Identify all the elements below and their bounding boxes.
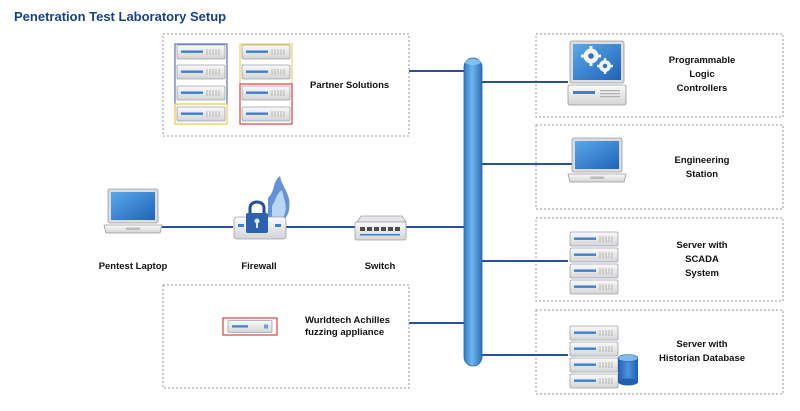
diagram-title: Penetration Test Laboratory Setup (14, 9, 226, 24)
historian-label-line2: Historian Database (659, 353, 745, 364)
firewall-label: Firewall (241, 261, 276, 272)
plc-label-line1: Programmable (669, 55, 736, 66)
achilles-appliance (222, 317, 278, 336)
plc-label-line2: Logic (689, 69, 714, 80)
scada-label-line1: Server with (676, 240, 727, 251)
achilles-box (162, 284, 410, 389)
plc-gears-icon (567, 40, 627, 106)
network-backbone (463, 57, 483, 367)
partner-server-stack (174, 43, 293, 125)
engineering-station-label-line2: Station (686, 169, 718, 180)
plc-label-line3: Controllers (677, 83, 728, 94)
network-switch-icon (354, 215, 407, 241)
database-cylinder-icon (617, 354, 639, 386)
switch-label: Switch (365, 261, 396, 272)
achilles-label-line2: fuzzing appliance (305, 327, 384, 338)
laptop-icon (103, 188, 163, 234)
achilles-label-line1: Wurldtech Achilles (305, 315, 390, 326)
partner-solutions-label: Partner Solutions (310, 80, 389, 91)
pentest-laptop-label: Pentest Laptop (99, 261, 168, 272)
laptop-icon (567, 137, 627, 183)
scada-label-line3: System (685, 268, 719, 279)
server-rack-icon (174, 44, 293, 125)
connection-lines (160, 70, 572, 356)
engineering-station-label-line1: Engineering (675, 155, 730, 166)
historian-label-line1: Server with (676, 339, 727, 350)
server-rack-icon (227, 320, 273, 333)
scada-label-line2: SCADA (685, 254, 719, 265)
firewall-lock-icon (233, 176, 290, 240)
